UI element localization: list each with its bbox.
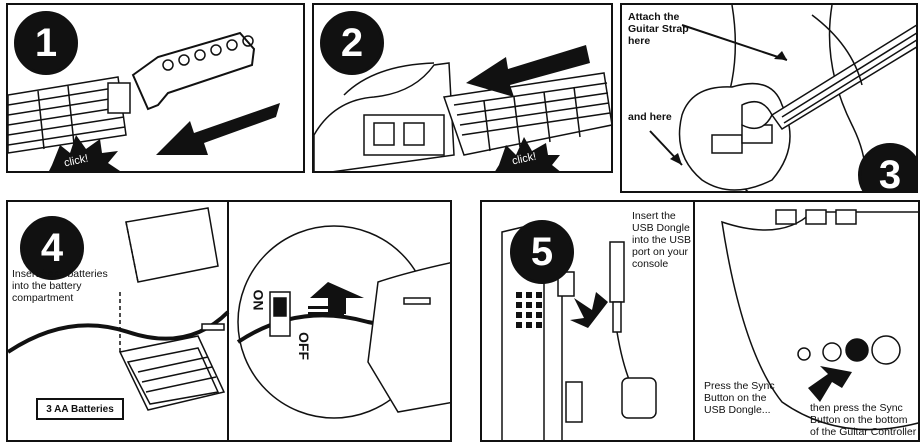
step-5-panel: 5 Insert the USB Dongle into the USB por… [480,200,920,442]
strap-top-caption: Attach the Guitar Strap here [628,11,698,47]
step-number-badge: 5 [510,220,574,284]
step-1-panel: 1 click! [6,3,305,173]
sync-dongle-instruction: Press the Sync Button on the USB Dongle.… [704,380,788,416]
strap-bottom-caption: and here [628,111,698,123]
switch-off-label: OFF [298,332,310,360]
step-4-panel: 4 Insert fresh batteries into the batter… [6,200,452,442]
step-2-panel: 2 click! [312,3,613,173]
battery-type-label: 3 AA Batteries [36,398,124,420]
battery-instruction: Insert fresh batteries into the battery … [12,268,120,304]
switch-on-label: ON [253,290,265,311]
sync-guitar-instruction: then press the Sync Button on the bottom… [810,402,918,438]
step-number-badge: 2 [320,11,384,75]
step-3-panel: Attach the Guitar Strap here and here 3 [620,3,918,193]
step-number-badge: 1 [14,11,78,75]
dongle-instruction: Insert the USB Dongle into the USB port … [632,210,694,270]
